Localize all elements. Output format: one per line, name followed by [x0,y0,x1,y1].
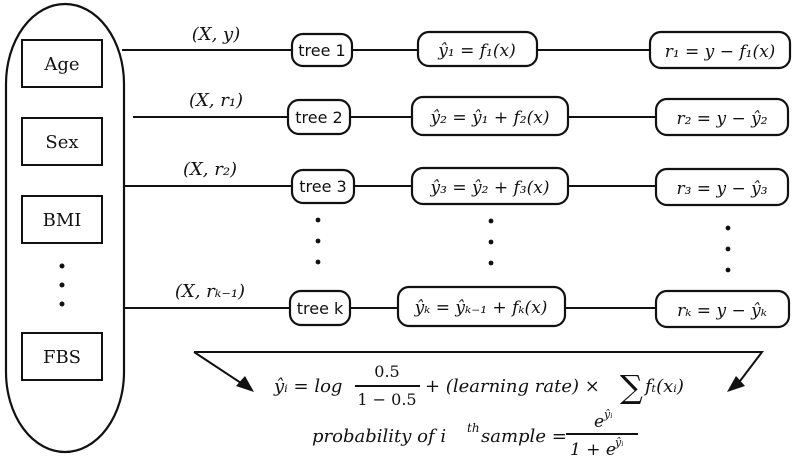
ellipsis-dot [59,263,65,269]
tree-label-2: tree 2 [295,108,342,127]
ellipsis-dot [315,217,321,223]
residual-box-k [654,289,791,329]
residual-label-1: r₁ = y − f₁(x) [665,42,776,62]
probability-denominator-exponent: ŷᵢ [614,436,623,449]
ellipsis-dot [59,282,65,288]
prediction-box-3 [410,166,570,206]
probability-denominator: 1 + e [570,440,616,458]
stage-input-label-k: (X, rₖ₋₁) [175,281,245,302]
feature-label-age: Age [43,54,79,75]
residual-label-k: rₖ = y − ŷₖ [677,301,767,321]
tree-label-k: tree k [297,299,344,318]
residual-box-3 [654,167,790,207]
stage-input-label-2: (X, r₁) [189,90,243,111]
prediction-box-k [396,285,567,328]
formula-middle: + (learning rate) × [425,376,600,397]
tree-box-1 [290,32,354,68]
probability-numerator-exponent: ŷᵢ [603,408,612,421]
aggregation-bracket [194,351,765,386]
feature-box-age [21,39,103,88]
ellipsis-dot [725,225,731,231]
formula-summand: fₜ(xᵢ) [643,376,684,397]
feature-label-sex: Sex [45,132,78,153]
prediction-box-2 [410,95,570,137]
probability-lhs-tail: sample = [481,426,567,447]
feature-label-fbs: FBS [43,347,81,368]
prediction-label-k: ŷₖ = ŷₖ₋₁ + fₖ(x) [414,298,548,318]
arrow-head-left-icon [236,376,254,392]
tree-label-1: tree 1 [298,41,345,60]
ellipsis-dot [725,267,731,273]
residual-box-1 [648,30,792,70]
ellipsis-dot [315,238,321,244]
formula-fraction-denominator: 1 − 0.5 [357,390,416,409]
residual-box-2 [654,97,790,137]
ellipsis-dot [488,218,494,224]
ellipsis-dot [725,246,731,252]
residual-label-2: r₂ = y − ŷ₂ [676,109,767,129]
probability-lhs-superscript: th [467,421,480,435]
formula-fraction-numerator: 0.5 [374,362,399,381]
tree-box-k [288,289,352,327]
probability-numerator: e [594,412,604,432]
stage-input-label-1: (X, y) [192,24,240,45]
summation-symbol: ∑ [620,368,643,406]
prediction-label-1: ŷ₁ = f₁(x) [437,41,515,61]
formula-lhs: ŷᵢ = log [273,376,342,397]
tree-label-3: tree 3 [299,177,346,196]
aggregation-bracket [193,351,245,386]
residual-label-3: r₃ = y − ŷ₃ [676,179,767,199]
prediction-label-2: ŷ₂ = ŷ₁ + f₂(x) [430,108,550,128]
feature-box-sex [21,117,103,166]
probability-lhs: probability of i [312,426,446,447]
arrow-head-right-icon [727,376,745,392]
prediction-box-1 [416,30,539,68]
ellipsis-dot [59,301,65,307]
feature-box-bmi [21,195,103,244]
feature-label-bmi: BMI [43,210,82,231]
prediction-label-3: ŷ₃ = ŷ₂ + f₃(x) [430,178,550,198]
ellipsis-dot [488,260,494,266]
tree-box-2 [286,98,352,136]
feature-box-fbs [21,332,103,381]
ellipsis-dot [315,259,321,265]
tree-box-3 [290,168,356,205]
ellipsis-dot [488,239,494,245]
stage-input-label-3: (X, r₂) [183,159,237,180]
